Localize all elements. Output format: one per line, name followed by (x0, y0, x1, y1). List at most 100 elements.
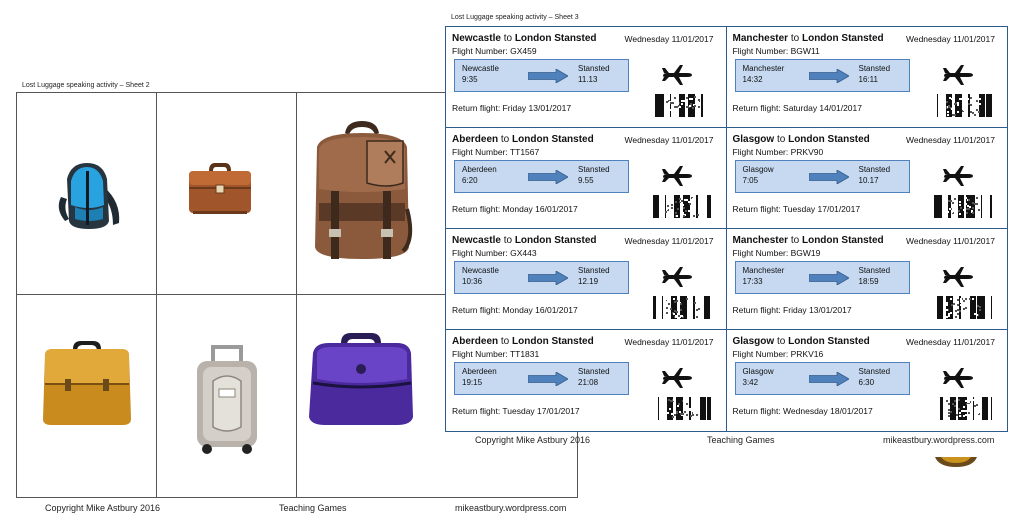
origin-city: Glasgow (732, 134, 775, 145)
departure-city: Manchester (742, 266, 785, 275)
right-arrow-icon (808, 69, 849, 83)
boarding-pass: Newcastle to London Stansted Wednesday 1… (446, 27, 727, 128)
suitcase-peek-icon (935, 457, 977, 467)
departure-city: Glasgow (742, 367, 774, 376)
boarding-pass: Aberdeen to London Stansted Wednesday 11… (446, 330, 727, 431)
right-arrow-icon (528, 271, 568, 285)
brown-briefcase-icon (189, 163, 251, 214)
purple-suitcase-icon (309, 333, 413, 425)
arrival-city: Stansted (858, 266, 891, 275)
arrival-city: Stansted (858, 165, 891, 174)
arrival-city: Stansted (578, 165, 610, 174)
departure-info: Newcastle 9:35 (462, 63, 499, 85)
footer-center-text: Teaching Games (707, 435, 775, 445)
silver-trolley-icon (197, 345, 257, 454)
destination-city: London Stansted (514, 235, 597, 246)
departure-city: Aberdeen (462, 367, 497, 376)
sheet-2: Lost Luggage speaking activity – Sheet 2 (14, 82, 580, 522)
website-link[interactable]: mikeastbury.wordpress.com (455, 503, 567, 513)
route-title: Manchester to London Stansted (732, 235, 884, 246)
flight-number: Flight Number: PRKV90 (732, 147, 824, 157)
barcode-icon (658, 397, 711, 420)
destination-city: London Stansted (801, 33, 884, 44)
boarding-pass-grid: Newcastle to London Stansted Wednesday 1… (445, 26, 1008, 432)
return-flight: Return flight: Monday 16/01/2017 (452, 204, 578, 214)
boarding-pass: Manchester to London Stansted Wednesday … (726, 229, 1007, 330)
luggage-cell (17, 93, 157, 295)
departure-time: 9:35 (462, 75, 478, 84)
flight-date: Wednesday 11/01/2017 (624, 135, 714, 145)
sheet-3-title: Lost Luggage speaking activity – Sheet 3 (451, 14, 579, 21)
departure-city: Aberdeen (462, 165, 497, 174)
barcode-icon (939, 397, 992, 420)
departure-info: Aberdeen 19:15 (462, 366, 497, 388)
destination-city: London Stansted (512, 134, 594, 145)
return-flight: Return flight: Wednesday 18/01/2017 (732, 406, 873, 416)
origin-city: Aberdeen (452, 336, 499, 347)
flight-date: Wednesday 11/01/2017 (905, 135, 995, 145)
route-box: Newcastle 9:35 Stansted 11.13 (454, 59, 629, 92)
flight-date: Wednesday 11/01/2017 (624, 236, 714, 246)
destination-city: London Stansted (514, 33, 597, 44)
right-arrow-icon (808, 170, 849, 184)
arrival-time: 9.55 (578, 176, 594, 185)
copyright-text: Copyright Mike Astbury 2016 (45, 503, 161, 513)
right-arrow-icon (808, 271, 849, 285)
luggage-cell (17, 295, 157, 497)
arrival-time: 18:59 (858, 277, 879, 286)
canvas-rucksack-icon (315, 121, 413, 259)
airplane-icon (942, 166, 973, 186)
arrival-info: Stansted 9.55 (578, 164, 610, 186)
luggage-cell (297, 295, 577, 497)
departure-city: Newcastle (462, 64, 499, 73)
origin-city: Manchester (732, 235, 789, 246)
flight-number: Flight Number: BGW19 (732, 248, 821, 258)
airplane-icon (942, 267, 973, 287)
arrival-time: 21:08 (578, 378, 599, 387)
airplane-icon (942, 65, 973, 85)
barcode-icon (653, 195, 711, 218)
barcode-icon (936, 296, 992, 319)
boarding-pass: Glasgow to London Stansted Wednesday 11/… (726, 128, 1007, 229)
luggage-cell (157, 93, 297, 295)
arrival-time: 12.19 (578, 277, 599, 286)
departure-time: 7:05 (742, 176, 759, 185)
flight-date: Wednesday 11/01/2017 (905, 34, 995, 44)
departure-time: 3:42 (742, 378, 759, 387)
blue-backpack-icon (58, 163, 120, 229)
arrival-city: Stansted (578, 64, 610, 73)
return-flight: Return flight: Monday 16/01/2017 (452, 305, 578, 315)
sheet-3: Lost Luggage speaking activity – Sheet 3… (445, 14, 1010, 467)
luggage-grid (16, 92, 578, 498)
boarding-pass: Newcastle to London Stansted Wednesday 1… (446, 229, 727, 330)
arrival-city: Stansted (578, 266, 610, 275)
arrival-time: 11.13 (578, 75, 598, 84)
departure-info: Manchester 17:33 (743, 265, 785, 287)
arrival-city: Stansted (578, 367, 610, 376)
arrival-info: Stansted 12.19 (578, 265, 610, 287)
right-arrow-icon (528, 170, 568, 184)
return-flight: Return flight: Tuesday 17/01/2017 (732, 204, 861, 214)
departure-time: 10:36 (462, 277, 483, 286)
arrival-info: Stansted 18:59 (859, 265, 891, 287)
departure-info: Aberdeen 6:20 (462, 164, 497, 186)
arrival-city: Stansted (858, 64, 891, 73)
departure-time: 17:33 (742, 277, 763, 286)
footer-center-text: Teaching Games (279, 503, 347, 513)
departure-time: 19:15 (462, 378, 483, 387)
destination-city: London Stansted (512, 336, 594, 347)
origin-city: Newcastle (452, 33, 501, 44)
website-link[interactable]: mikeastbury.wordpress.com (883, 435, 995, 445)
right-arrow-icon (528, 69, 568, 83)
route-title: Manchester to London Stansted (732, 33, 884, 44)
barcode-icon (933, 195, 992, 218)
arrival-time: 10.17 (858, 176, 879, 185)
departure-time: 6:20 (462, 176, 478, 185)
sheet-2-title: Lost Luggage speaking activity – Sheet 2 (22, 82, 150, 89)
luggage-cell (157, 295, 297, 497)
